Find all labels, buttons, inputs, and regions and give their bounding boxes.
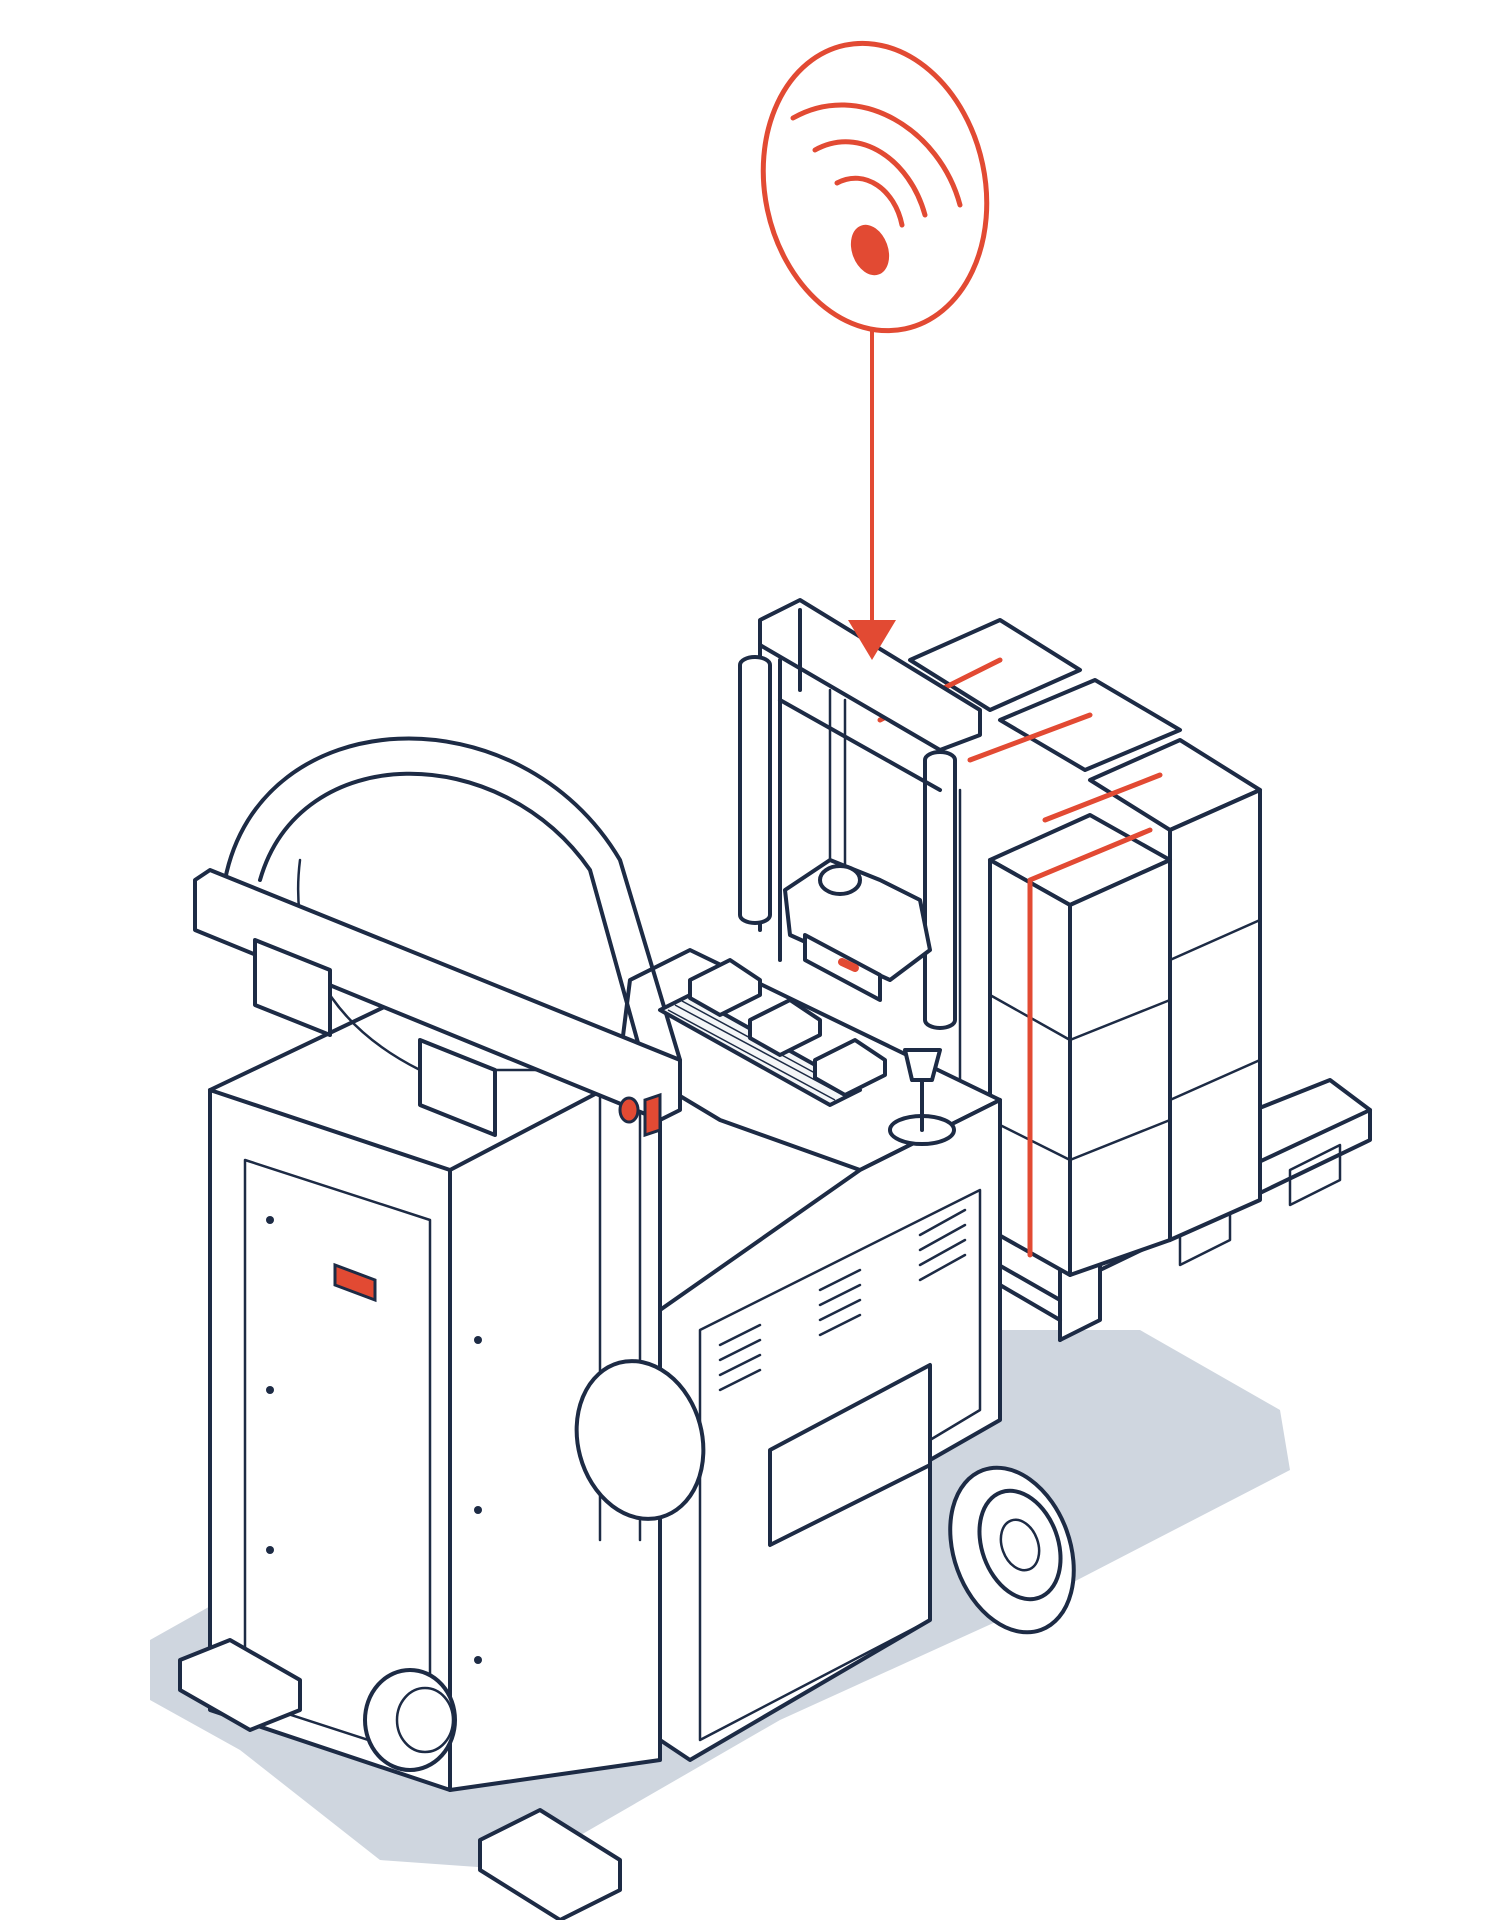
arrow-down-icon: [848, 330, 896, 660]
front-wheel: [363, 1668, 457, 1772]
module-3: [813, 1038, 887, 1097]
joystick[interactable]: [888, 1048, 956, 1146]
strapping-arch: [193, 736, 706, 1542]
forklift-body: [178, 948, 1002, 1920]
vent-grille: [718, 1208, 967, 1392]
rivets: [266, 1216, 482, 1664]
wireless-signal-badge: [760, 40, 990, 334]
box-stack: [877, 618, 1262, 1277]
rear-wheel: [948, 1465, 1076, 1635]
arch-display-right: [418, 1038, 497, 1137]
wireless-signal-icon: [790, 102, 963, 276]
arch-button-1: [618, 1096, 640, 1124]
arch-display-left: [253, 938, 332, 1037]
indicator-light: [333, 1262, 377, 1303]
forklift-mast: [738, 598, 982, 1030]
side-panel-plate: [768, 1363, 932, 1547]
module-1: [688, 958, 762, 1017]
module-2: [748, 998, 822, 1057]
tension-wheel: [574, 1359, 706, 1521]
control-deck: [658, 958, 956, 1146]
arch-button-2: [643, 1092, 662, 1138]
